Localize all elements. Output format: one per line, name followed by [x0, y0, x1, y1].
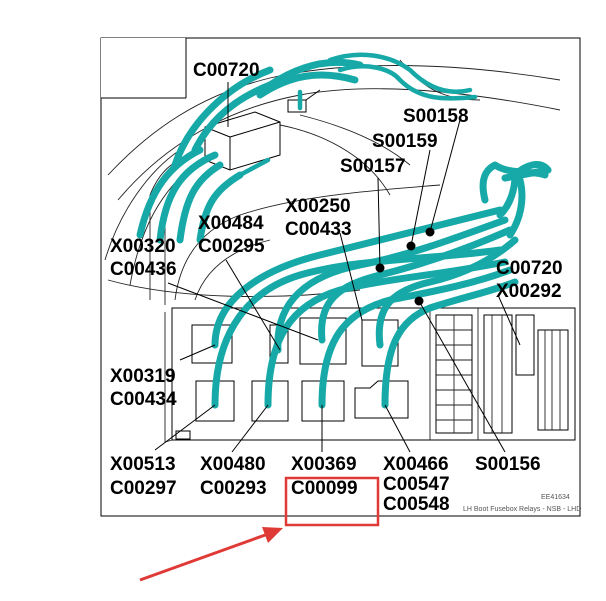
label-x00250: X00250: [285, 196, 351, 217]
relay-x00466: [354, 380, 409, 419]
label-x00320: X00320: [110, 236, 176, 257]
label-c00720-top: C00720: [193, 60, 260, 81]
figure-caption: LH Boot Fusebox Relays - NSB - LHD: [463, 506, 581, 513]
label-c00297: C00297: [110, 478, 177, 499]
label-c00436: C00436: [110, 259, 177, 280]
label-x00513: X00513: [110, 454, 176, 475]
label-c00548: C00548: [383, 494, 450, 515]
leader-lines: [154, 82, 521, 453]
relay-module-c00720: [204, 89, 321, 171]
label-x00369: X00369: [291, 454, 357, 475]
label-x00466: X00466: [383, 454, 449, 475]
label-x00292: X00292: [496, 281, 562, 302]
label-c00433: C00433: [285, 219, 352, 240]
label-c00293: C00293: [200, 478, 267, 499]
label-s00159: S00159: [372, 131, 438, 152]
highlight-arrow: [139, 527, 283, 582]
label-s00157: S00157: [340, 156, 406, 177]
label-c00295: C00295: [198, 236, 265, 257]
label-s00158: S00158: [403, 106, 469, 127]
label-x00319: X00319: [110, 366, 176, 387]
label-x00480: X00480: [200, 454, 266, 475]
figure-id: EE41634: [541, 494, 570, 501]
fuse-array: [435, 314, 569, 434]
highlight-box: [284, 476, 380, 527]
label-c00547: C00547: [383, 474, 450, 495]
label-c00099: C00099: [291, 478, 358, 499]
label-s00156: S00156: [475, 454, 541, 475]
label-x00484: X00484: [198, 213, 264, 234]
label-c00720-right: C00720: [496, 258, 563, 279]
wiring-harness: [136, 52, 552, 409]
label-c00434: C00434: [110, 389, 177, 410]
fusebox: [164, 307, 576, 443]
